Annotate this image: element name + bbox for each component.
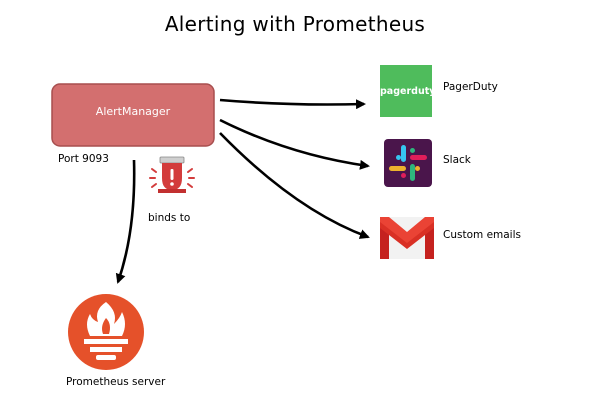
diagram-title: Alerting with Prometheus	[164, 12, 426, 36]
arrow-to-email	[219, 132, 370, 239]
receiver-label-email: Custom emails	[443, 229, 521, 241]
alertmanager-box	[51, 83, 215, 147]
pagerduty-icon	[380, 65, 432, 117]
arrow-to-pagerduty	[219, 98, 366, 110]
prometheus-flame-icon	[68, 294, 144, 370]
binds-to-label: binds to	[148, 212, 191, 224]
alertmanager-label: AlertManager	[95, 105, 171, 118]
arrow-to-prometheus	[115, 159, 136, 284]
port-label: Port 9093	[58, 153, 109, 165]
receiver-label-pagerduty: PagerDuty	[443, 81, 498, 93]
alarm-siren-icon	[149, 156, 195, 193]
receiver-label-slack: Slack	[443, 154, 471, 166]
pagerduty-logo-text: pagerduty	[380, 86, 436, 97]
prometheus-server-label: Prometheus server	[66, 376, 166, 388]
gmail-icon	[380, 217, 434, 259]
slack-icon	[384, 139, 432, 187]
arrow-to-slack	[219, 118, 370, 170]
